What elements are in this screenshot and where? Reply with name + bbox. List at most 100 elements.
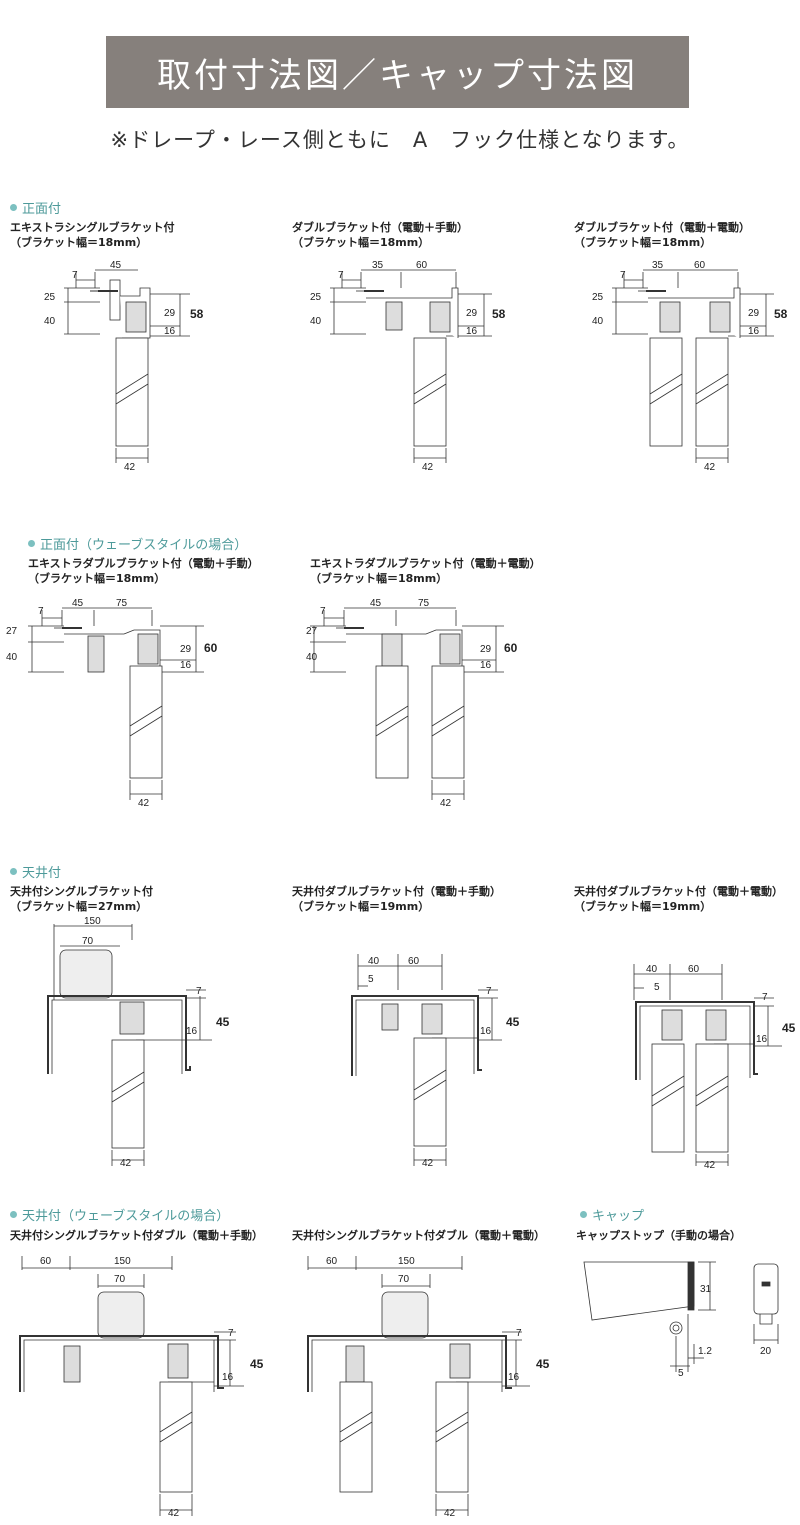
svg-text:45: 45 <box>72 598 84 609</box>
svg-text:16: 16 <box>186 1026 198 1037</box>
svg-text:5: 5 <box>368 974 374 985</box>
svg-text:35: 35 <box>372 260 384 271</box>
svg-text:40: 40 <box>44 316 56 327</box>
svg-text:16: 16 <box>222 1372 234 1383</box>
svg-text:35: 35 <box>652 260 664 271</box>
svg-text:7: 7 <box>620 270 626 281</box>
caption-c1: 天井付シングルブラケット付（ブラケット幅＝27mm） <box>10 885 153 913</box>
diagram-ceiling-wave-ee: 60 150 70 7 16 45 42 <box>307 1256 550 1519</box>
svg-text:25: 25 <box>44 292 56 303</box>
svg-text:27: 27 <box>306 626 318 637</box>
svg-text:40: 40 <box>310 316 322 327</box>
svg-text:7: 7 <box>228 1328 234 1339</box>
svg-text:42: 42 <box>168 1508 180 1519</box>
svg-text:45: 45 <box>370 598 382 609</box>
svg-text:45: 45 <box>216 1015 230 1029</box>
section-front: 正面付 <box>10 198 61 217</box>
svg-text:29: 29 <box>748 308 760 319</box>
page-title-banner: 取付寸法図／キャップ寸法図 <box>106 36 689 108</box>
section-front-wave: 正面付（ウェーブスタイルの場合） <box>28 534 247 553</box>
svg-text:45: 45 <box>250 1357 264 1371</box>
diagram-front-double-em: 7 35 60 25 40 29 16 58 42 <box>310 260 506 473</box>
svg-text:27: 27 <box>6 626 18 637</box>
svg-text:40: 40 <box>592 316 604 327</box>
section-ceiling-wave: 天井付（ウェーブスタイルの場合） <box>10 1205 229 1224</box>
svg-text:150: 150 <box>398 1256 415 1267</box>
diagram-ceiling-wave-em: 60 150 70 7 16 45 42 <box>19 1256 264 1519</box>
diagram-ceiling-double-ee: 40 60 5 7 16 45 42 <box>633 964 796 1171</box>
svg-text:60: 60 <box>326 1256 338 1267</box>
svg-text:16: 16 <box>748 326 760 337</box>
svg-text:7: 7 <box>72 270 78 281</box>
svg-text:29: 29 <box>466 308 478 319</box>
svg-text:40: 40 <box>368 956 380 967</box>
svg-text:7: 7 <box>196 986 202 997</box>
svg-text:60: 60 <box>504 641 518 655</box>
caption-f1: エキストラシングルブラケット付（ブラケット幅＝18mm） <box>10 221 175 249</box>
svg-text:42: 42 <box>704 462 716 473</box>
svg-text:16: 16 <box>756 1034 768 1045</box>
section-ceiling: 天井付 <box>10 862 61 881</box>
svg-text:60: 60 <box>204 641 218 655</box>
diagram-wave-em: 7 45 75 27 40 29 16 60 42 <box>6 598 218 809</box>
svg-text:58: 58 <box>774 307 788 321</box>
svg-text:70: 70 <box>82 936 94 947</box>
svg-text:16: 16 <box>466 326 478 337</box>
svg-text:1.2: 1.2 <box>698 1346 712 1357</box>
page-title: 取付寸法図／キャップ寸法図 <box>157 55 638 96</box>
svg-text:42: 42 <box>422 1158 434 1169</box>
svg-text:42: 42 <box>138 798 150 809</box>
svg-text:7: 7 <box>338 270 344 281</box>
svg-text:29: 29 <box>180 644 192 655</box>
svg-text:7: 7 <box>320 606 326 617</box>
caption-c2: 天井付ダブルブラケット付（電動＋手動）（ブラケット幅＝19mm） <box>292 885 501 913</box>
caption-w2: エキストラダブルブラケット付（電動＋電動）（ブラケット幅＝18mm） <box>310 557 541 585</box>
hook-note: ※ドレープ・レース側ともに A フック仕様となります。 <box>110 128 690 152</box>
diagram-front-double-ee: 7 35 60 25 40 29 16 58 42 <box>592 260 788 473</box>
svg-text:150: 150 <box>84 916 101 927</box>
svg-text:45: 45 <box>782 1021 796 1035</box>
svg-text:150: 150 <box>114 1256 131 1267</box>
svg-text:29: 29 <box>164 308 176 319</box>
svg-text:7: 7 <box>762 992 768 1003</box>
svg-text:7: 7 <box>516 1328 522 1339</box>
bullet-icon <box>28 540 35 547</box>
caption-cw2: 天井付シングルブラケット付ダブル（電動＋電動） <box>292 1229 545 1242</box>
svg-text:60: 60 <box>40 1256 52 1267</box>
caption-cw1: 天井付シングルブラケット付ダブル（電動＋手動） <box>10 1229 263 1242</box>
svg-text:60: 60 <box>688 964 700 975</box>
svg-text:60: 60 <box>408 956 420 967</box>
svg-text:42: 42 <box>444 1508 456 1519</box>
svg-text:29: 29 <box>480 644 492 655</box>
svg-text:42: 42 <box>422 462 434 473</box>
svg-text:75: 75 <box>116 598 128 609</box>
diagram-wave-ee: 7 45 75 27 40 29 16 60 42 <box>306 598 518 809</box>
svg-text:16: 16 <box>164 326 176 337</box>
caption-w1: エキストラダブルブラケット付（電動＋手動）（ブラケット幅＝18mm） <box>28 557 259 585</box>
svg-text:45: 45 <box>506 1015 520 1029</box>
svg-text:7: 7 <box>38 606 44 617</box>
svg-text:25: 25 <box>310 292 322 303</box>
diagram-ceiling-double-em: 40 60 5 7 16 45 42 <box>351 954 520 1169</box>
svg-text:42: 42 <box>440 798 452 809</box>
diagram-ceiling-single: 150 70 7 16 45 42 <box>47 916 230 1169</box>
svg-text:42: 42 <box>704 1160 716 1171</box>
svg-text:70: 70 <box>398 1274 410 1285</box>
diagram-front-single: 7 45 25 40 29 16 58 42 <box>44 260 204 473</box>
svg-text:40: 40 <box>6 652 18 663</box>
bullet-icon <box>10 204 17 211</box>
svg-text:20: 20 <box>760 1346 772 1357</box>
caption-c3: 天井付ダブルブラケット付（電動＋電動）（ブラケット幅＝19mm） <box>574 885 783 913</box>
svg-text:16: 16 <box>180 660 192 671</box>
svg-text:7: 7 <box>486 986 492 997</box>
svg-text:16: 16 <box>480 660 492 671</box>
svg-text:16: 16 <box>480 1026 492 1037</box>
svg-text:60: 60 <box>416 260 428 271</box>
section-cap: キャップ <box>580 1205 644 1224</box>
svg-text:40: 40 <box>306 652 318 663</box>
svg-text:70: 70 <box>114 1274 126 1285</box>
caption-f3: ダブルブラケット付（電動＋電動）（ブラケット幅＝18mm） <box>574 221 750 249</box>
bullet-icon <box>10 1211 17 1218</box>
svg-text:16: 16 <box>508 1372 520 1383</box>
svg-text:45: 45 <box>536 1357 550 1371</box>
